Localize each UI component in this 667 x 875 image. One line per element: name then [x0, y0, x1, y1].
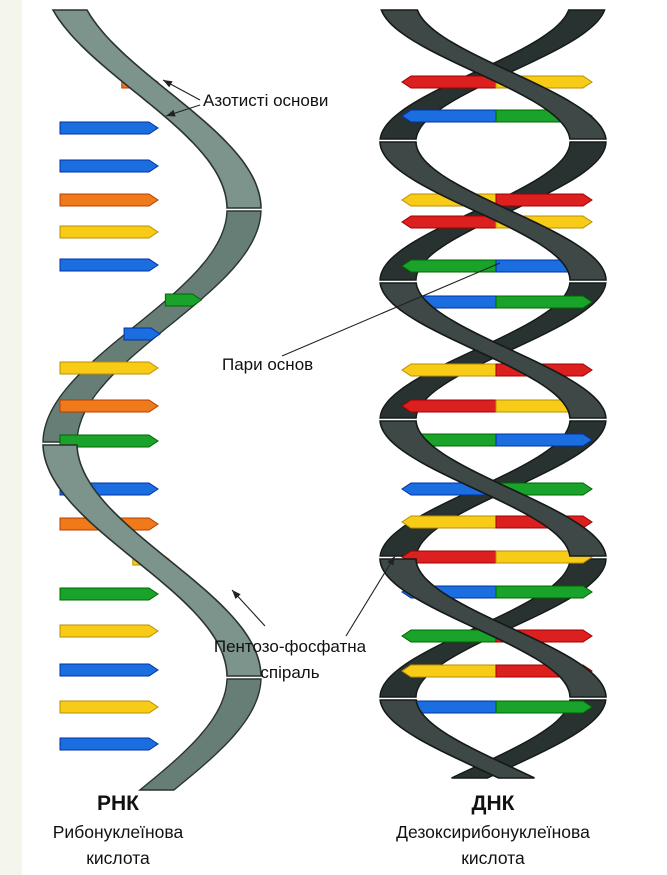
rna-base	[60, 588, 158, 600]
dna-base-left	[402, 516, 496, 528]
dna-title: ДНК	[472, 792, 515, 816]
dna-base-left	[402, 665, 496, 677]
rna-subtitle-line1: Рибонуклеїнова	[53, 822, 184, 843]
rna-subtitle-line2: кислота	[86, 848, 150, 869]
dna-base-right	[496, 296, 592, 308]
rna-base	[60, 701, 158, 713]
rna-base	[60, 400, 158, 412]
dna-subtitle-line1: Дезоксирибонуклеїнова	[396, 822, 590, 843]
dna-base-right	[496, 434, 592, 446]
leader-bases-1-head	[163, 80, 173, 87]
dna-base-right	[496, 194, 592, 206]
dna-base-left	[402, 76, 496, 88]
rna-base	[60, 664, 158, 676]
dna-base-left	[402, 110, 496, 122]
rna-base	[60, 259, 158, 271]
rna-base	[60, 122, 158, 134]
dna-base-left	[402, 400, 496, 412]
dna-base-right	[496, 586, 592, 598]
leader-backbone-dna	[346, 556, 395, 636]
rna-base	[165, 294, 201, 306]
dna-base-left	[402, 216, 496, 228]
rna-base	[60, 738, 158, 750]
label-backbone-line2: спіраль	[260, 663, 319, 683]
rna-base	[60, 226, 158, 238]
rna-base	[60, 362, 158, 374]
label-base-pairs: Пари основ	[222, 355, 313, 375]
dna-base-left	[402, 364, 496, 376]
rna-backbone-back	[140, 679, 261, 790]
rna-base	[60, 625, 158, 637]
rna-title: РНК	[97, 792, 139, 816]
rna-base	[60, 194, 158, 206]
label-nitrogenous-bases: Азотисті основи	[203, 91, 328, 111]
rna-base	[60, 160, 158, 172]
dna-subtitle-line2: кислота	[461, 848, 525, 869]
dna-base-right	[496, 701, 592, 713]
label-backbone-line1: Пентозо-фосфатна	[214, 637, 366, 657]
rna-base	[124, 328, 160, 340]
